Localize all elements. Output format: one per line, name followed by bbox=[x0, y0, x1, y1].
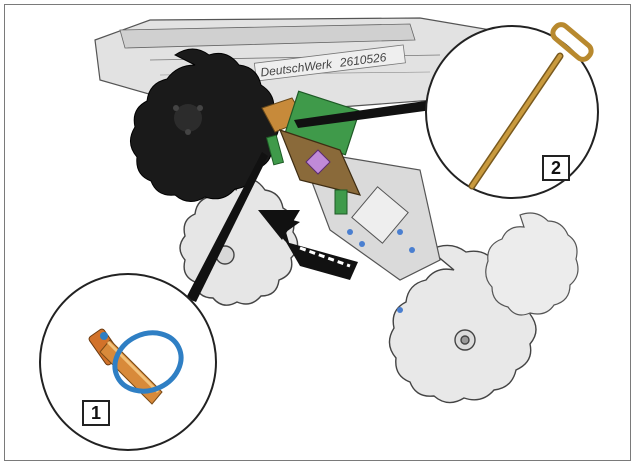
callout-2-number: 2 bbox=[542, 155, 570, 181]
leader-lines bbox=[186, 100, 432, 302]
code-embossing: 2610526 bbox=[338, 50, 387, 70]
lynch-pin-icon bbox=[88, 328, 184, 405]
disc-far-right bbox=[485, 212, 579, 316]
callout-circle-1 bbox=[39, 273, 217, 451]
t-handle-pin-icon bbox=[468, 22, 594, 190]
frame-embossing: DeutschWerk 2610526 bbox=[253, 44, 406, 82]
disc-dark-upper bbox=[130, 48, 279, 202]
callout-1-number: 1 bbox=[82, 400, 110, 426]
movement-arrow bbox=[258, 210, 358, 280]
figure-frame bbox=[4, 4, 631, 461]
